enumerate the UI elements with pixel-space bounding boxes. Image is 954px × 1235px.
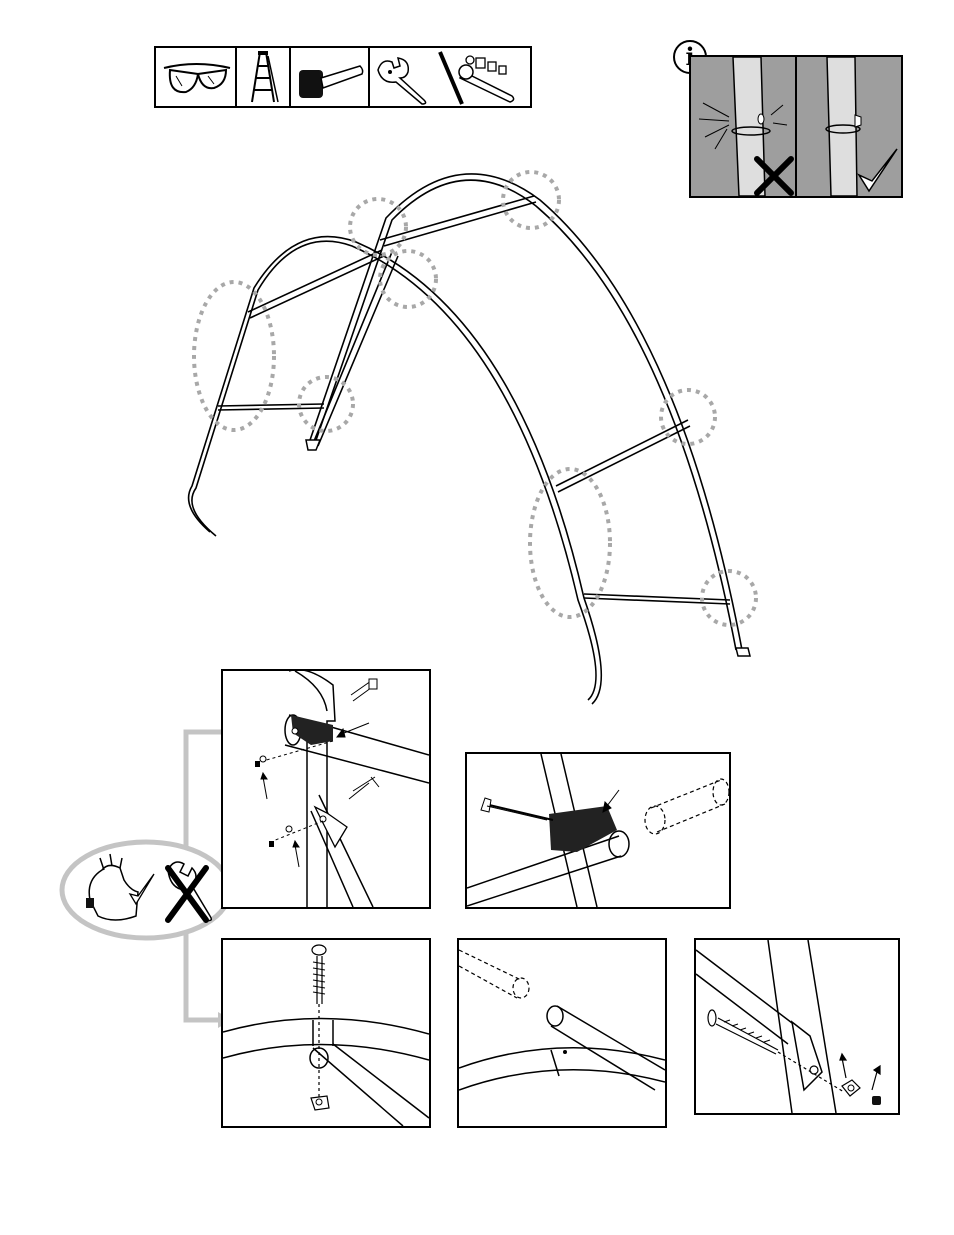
- detail-brace-end-bolt: [694, 938, 900, 1115]
- detail-crossbar-insert: [457, 938, 667, 1128]
- highlight-circle: [503, 172, 559, 228]
- hand-tighten-callout: [50, 720, 250, 1040]
- highlight-circle: [661, 390, 715, 444]
- highlight-circle: [194, 282, 274, 430]
- detail-bracket-bolt: [221, 669, 431, 909]
- frame-assembly-diagram: [0, 0, 954, 720]
- detail-tee-bracket: [465, 752, 731, 909]
- highlight-circle: [350, 199, 406, 255]
- detail-arch-bolt: [221, 938, 431, 1128]
